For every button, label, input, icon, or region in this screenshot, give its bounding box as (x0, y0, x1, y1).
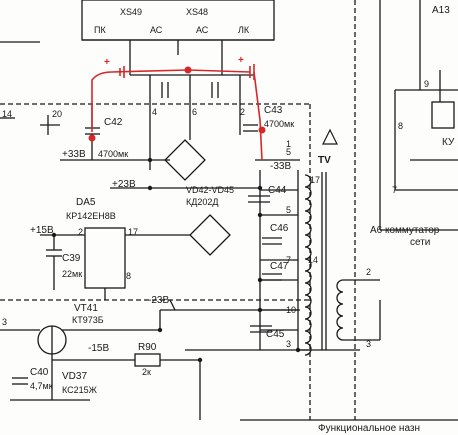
conn-label-ac2: АС (196, 25, 209, 35)
relay-coil (431, 101, 455, 129)
label-c40: С40 (30, 367, 49, 378)
label-c44: С44 (268, 185, 287, 196)
pin-1: 1 (286, 139, 292, 149)
label-vd37-type: КС215Ж (62, 385, 97, 395)
label-da5-type: КР142ЕН8В (66, 211, 116, 221)
pin-6: 6 (192, 107, 198, 117)
tv-pin-14: 14 (308, 255, 319, 265)
label-vt41-type: КТ973Б (72, 315, 104, 325)
label-minus15v: -15В (88, 343, 110, 354)
right-pin-2: 2 (366, 267, 372, 277)
pin-2: 2 (240, 107, 246, 117)
label-c39: С39 (62, 253, 81, 264)
label-c43: С43 (264, 105, 283, 116)
red-plus-right: + (238, 55, 244, 66)
label-c40-value: 4,7мк (30, 381, 53, 391)
conn-label-xs49: ХS49 (120, 7, 143, 17)
label-tv: TV (318, 155, 331, 166)
pin-5: 5 (286, 147, 292, 157)
conn-label-xs48: ХS48 (186, 7, 209, 17)
right-pin-9: 9 (424, 79, 430, 89)
label-vd37: VD37 (62, 371, 88, 382)
label-c43-value: 4700мк (264, 119, 295, 129)
label-minus33v: -33В (270, 161, 292, 172)
label-c47: С47 (270, 261, 289, 272)
pin-4: 4 (152, 107, 158, 117)
label-bottom-function: Функциональное назн (318, 423, 421, 434)
label-plus33v: +33В (62, 149, 86, 160)
warning-icon (322, 128, 338, 145)
pin-da5-2: 2 (78, 227, 84, 237)
right-pin-3: 3 (366, 339, 372, 349)
label-c45: С45 (266, 329, 285, 340)
pin-20: 20 (52, 109, 63, 119)
red-plus-left: + (104, 57, 110, 68)
tv-pin-7: 7 (286, 255, 292, 265)
label-r90-value: 2к (142, 367, 151, 377)
r90-resistor (134, 353, 161, 367)
label-r90: R90 (138, 342, 157, 353)
tv-pin-10: 10 (286, 305, 297, 315)
label-c42: С42 (104, 117, 123, 128)
pin-da5-17: 17 (128, 227, 139, 237)
right-pin-8: 8 (398, 121, 404, 131)
label-vt41: VT41 (74, 303, 98, 314)
conn-label-lk: ЛК (238, 25, 250, 35)
tv-pin-5: 5 (286, 205, 292, 215)
label-c42-value: 4700мк (98, 149, 129, 159)
right-pin-7: 7 (392, 185, 398, 195)
label-minus23v: -23В (148, 295, 170, 306)
label-vd-type: КД202Д (186, 197, 219, 207)
label-switch: А6 коммутатор (370, 225, 440, 236)
pin-14: 14 (2, 109, 13, 119)
da5-regulator (84, 227, 126, 289)
label-da5: DA5 (76, 197, 96, 208)
pin-da5-8: 8 (126, 271, 132, 281)
label-ku: КУ (442, 137, 455, 148)
label-switch-2: сети (410, 237, 431, 248)
block-label-a13: А13 (432, 5, 450, 16)
conn-label-pk: ПК (94, 25, 106, 35)
label-plus23v: +23В (112, 179, 136, 190)
label-c39-value: 22мк (62, 269, 83, 279)
pin-3: 3 (2, 317, 8, 327)
red-modification (91, 64, 263, 161)
label-plus15v: +15В (30, 225, 54, 236)
label-c46: С46 (270, 223, 289, 234)
label-vd-range: VD42-VD45 (186, 185, 235, 195)
tv-pin-17: 17 (310, 175, 321, 185)
conn-label-ac1: АС (150, 25, 163, 35)
tv-pin-3: 3 (286, 339, 292, 349)
